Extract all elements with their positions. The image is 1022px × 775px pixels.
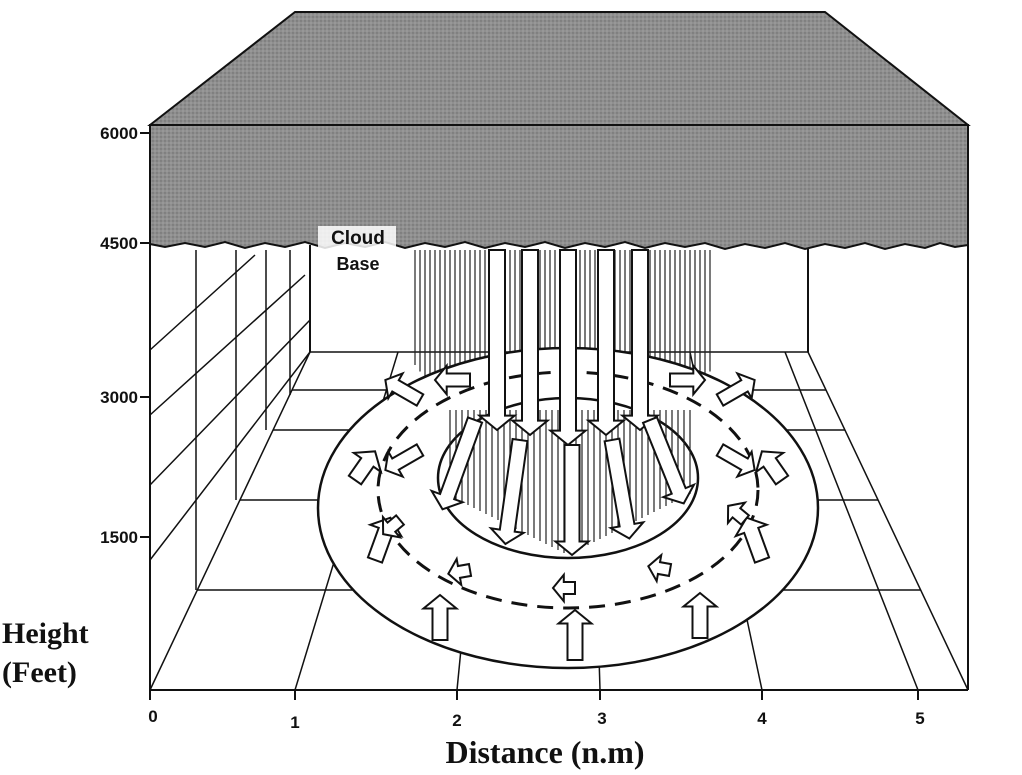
airflow-arrow [733, 516, 771, 564]
cloud-front [149, 124, 969, 251]
airflow-arrow [429, 416, 484, 511]
cloud-base-label: Cloud Base [318, 226, 396, 274]
airflow-arrow [715, 371, 756, 407]
airflow-arrow [551, 571, 576, 605]
y-axis-title-line2: (Feet) [2, 656, 77, 689]
x-tick-label: 4 [757, 709, 767, 728]
y-tick-label: 4500 [100, 234, 138, 253]
x-axis: 0 1 2 3 4 5 Distance (n.m) [148, 690, 925, 770]
cloud-layer [147, 11, 971, 251]
airflow-arrow [509, 249, 551, 437]
airflow-arrow [488, 437, 529, 546]
x-axis-title: Distance (n.m) [445, 734, 644, 770]
x-tick-label: 2 [452, 711, 461, 730]
airflow-arrow [641, 415, 697, 505]
y-tick-label: 1500 [100, 528, 138, 547]
airflow-arrow [384, 371, 425, 407]
airflow-arrow [754, 450, 790, 486]
airflow-arrow [433, 362, 471, 398]
airflow-arrow [555, 608, 595, 661]
airflow-arrow [420, 593, 460, 641]
airflow-arrow [603, 437, 646, 540]
y-axis-title-line1: Height [2, 617, 89, 650]
airflow-arrow [347, 450, 383, 486]
x-tick-label: 0 [148, 707, 157, 726]
airflow-arrow [447, 556, 473, 588]
cloud-label-line1: Cloud [331, 228, 385, 249]
airflow-arrow [680, 591, 720, 639]
y-tick-label: 6000 [100, 124, 138, 143]
airflow-arrow [647, 552, 673, 584]
airflow-arrow [384, 443, 425, 479]
airflow-arrow [585, 249, 627, 437]
airflow-arrows [347, 249, 790, 661]
airflow-arrow [552, 444, 592, 557]
y-tick-label: 3000 [100, 388, 138, 407]
x-tick-label: 3 [597, 709, 606, 728]
cloud-label-line2: Base [336, 254, 379, 274]
x-tick-label: 5 [915, 709, 924, 728]
airflow-arrow [476, 249, 518, 432]
airflow-arrow [381, 513, 406, 539]
y-axis: 6000 4500 3000 1500 Height (Feet) [2, 124, 150, 689]
airflow-arrow [715, 443, 756, 479]
cloud-top [147, 11, 971, 126]
left-wall-grid [149, 250, 311, 590]
airflow-arrow [547, 249, 589, 447]
airflow-arrow [669, 362, 707, 398]
x-tick-label: 1 [290, 713, 299, 732]
airflow-arrow [726, 501, 751, 527]
